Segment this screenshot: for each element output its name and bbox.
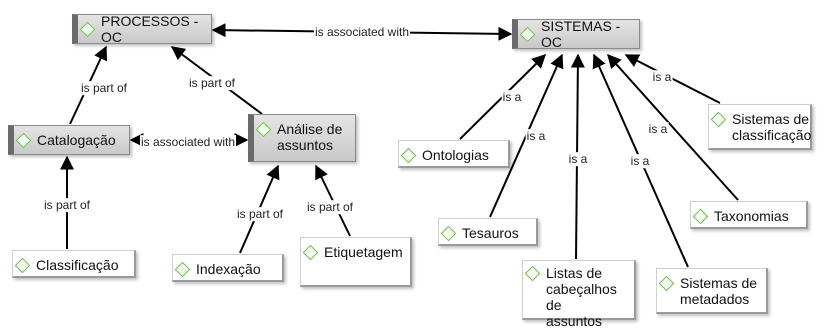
- edge-ontologias-sistemas-label-bg: [501, 90, 523, 105]
- diamond-icon: [524, 265, 541, 282]
- edge-catalogacao-processos-label-bg: [79, 81, 129, 96]
- edge-catalogacao-analise-label-bg: [139, 135, 237, 150]
- edge-metadados-sistemas-label: is a: [631, 154, 650, 168]
- node-analise-de-assuntos[interactable]: Análise de assuntos: [248, 114, 356, 162]
- node-label: Análise de assuntos: [277, 121, 343, 153]
- node-label: Tesauros: [462, 225, 519, 241]
- edge-sistclass-sistemas-label: is a: [653, 70, 672, 84]
- node-label: PROCESSOS - OC: [101, 13, 199, 45]
- diamond-icon: [255, 121, 272, 138]
- edge-catalogacao-analise-label: is associated with: [141, 135, 235, 149]
- edge-classificacao-catalogacao-label-bg: [42, 198, 92, 213]
- concept-map: is associated with is part of is part of is…: [8, 13, 812, 329]
- edge-tesauros-sistemas-label-bg: [525, 129, 547, 144]
- node-sistemas-de-metadados[interactable]: Sistemas de metadados: [656, 268, 768, 314]
- node-label: SISTEMAS - OC: [541, 18, 621, 50]
- diamond-icon: [519, 26, 536, 42]
- node-label: Listas de cabeçalhos de assuntos: [546, 265, 617, 329]
- node-etiquetagem[interactable]: Etiquetagem: [300, 237, 412, 287]
- edge-catalogacao-processos-label: is part of: [81, 81, 128, 95]
- edge-ontologias-sistemas-label: is a: [503, 90, 522, 104]
- edge-analise-processos-label-bg: [187, 76, 237, 91]
- edges-layer: is associated with is part of is part of is…: [42, 23, 739, 268]
- node-label: Sistemas de classificação: [732, 111, 812, 143]
- diamond-icon: [79, 21, 96, 37]
- edge-indexacao-analise-label-bg: [235, 207, 285, 222]
- node-label: Ontologias: [422, 147, 489, 163]
- node-sistemas-oc[interactable]: SISTEMAS - OC: [512, 18, 640, 50]
- diamond-icon: [692, 208, 709, 225]
- edge-etiquetagem-analise-label: is part of: [307, 200, 354, 214]
- diamond-icon: [400, 147, 417, 164]
- diamond-icon: [302, 244, 319, 261]
- node-ontologias[interactable]: Ontologias: [398, 140, 510, 168]
- diamond-icon: [710, 111, 727, 128]
- node-processos-oc[interactable]: PROCESSOS - OC: [72, 13, 212, 45]
- diamond-icon: [440, 225, 457, 242]
- node-taxonomias[interactable]: Taxonomias: [690, 201, 808, 229]
- node-label: Catalogação: [37, 132, 116, 148]
- node-label: Indexação: [196, 261, 261, 277]
- diamond-icon: [15, 132, 32, 148]
- edge-metadados-sistemas-label-bg: [629, 154, 651, 169]
- diamond-icon: [174, 261, 191, 278]
- edge-taxonomias-sistemas-label: is a: [649, 122, 668, 136]
- edge-analise-processos-label: is part of: [189, 76, 236, 90]
- node-classificacao[interactable]: Classificação: [12, 250, 136, 278]
- node-tesauros[interactable]: Tesauros: [438, 218, 538, 246]
- edge-listas-sistemas-label-bg: [567, 152, 589, 167]
- node-label: Classificação: [36, 257, 119, 273]
- edge-indexacao-analise-label: is part of: [237, 207, 284, 221]
- node-label: Etiquetagem: [324, 244, 403, 260]
- diamond-icon: [658, 275, 675, 292]
- node-label: Sistemas de metadados: [680, 275, 758, 307]
- edge-etiquetagem-analise-label-bg: [305, 200, 355, 215]
- edge-sistclass-sistemas: [624, 54, 721, 104]
- diamond-icon: [14, 257, 31, 274]
- edge-taxonomias-sistemas: [607, 53, 739, 201]
- edge-tesauros-sistemas-label: is a: [527, 129, 546, 143]
- edge-processos-sistemas-label: is associated with: [315, 25, 409, 39]
- node-label: Taxonomias: [714, 208, 789, 224]
- node-catalogacao[interactable]: Catalogação: [8, 125, 130, 155]
- edge-processos-sistemas-label-bg: [313, 25, 411, 40]
- node-listas-de-cabecalhos[interactable]: Listas de cabeçalhos de assuntos: [522, 260, 636, 329]
- edge-listas-sistemas-label: is a: [569, 152, 588, 166]
- edge-classificacao-catalogacao-label: is part of: [44, 198, 91, 212]
- edge-sistclass-sistemas-label-bg: [651, 70, 673, 85]
- edge-taxonomias-sistemas-label-bg: [647, 122, 669, 137]
- node-indexacao[interactable]: Indexação: [172, 254, 284, 282]
- node-sistemas-de-classificacao[interactable]: Sistemas de classificação: [708, 104, 812, 150]
